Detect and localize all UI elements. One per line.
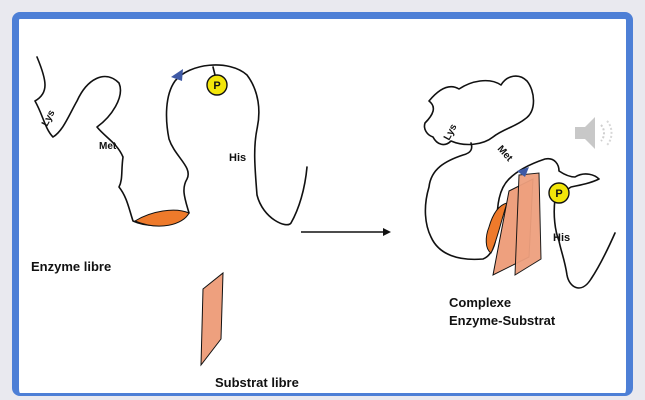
met-label-left: Met <box>99 141 117 152</box>
lys-label-left: Lys <box>40 108 58 128</box>
reaction-arrow-head <box>383 228 391 236</box>
phosphate-label-right: P <box>555 188 562 200</box>
substrat-libre-label: Substrat libre <box>215 375 299 390</box>
diagram-frame: P Lys Met His Enzyme libre Substrat libr… <box>12 12 633 396</box>
substrat-bound-shape-front <box>515 173 541 275</box>
his-label-left: His <box>229 152 246 164</box>
enzyme-libre-label: Enzyme libre <box>31 259 111 274</box>
met-label-right: Met <box>495 144 515 165</box>
enzyme-substrate-diagram: P Lys Met His Enzyme libre Substrat libr… <box>19 19 626 393</box>
lys-label-right: Lys <box>442 122 460 142</box>
phosphate-link-left <box>213 67 215 75</box>
phosphate-label-left: P <box>213 80 220 92</box>
his-label-right: His <box>553 232 570 244</box>
complexe-label-line2: Enzyme-Substrat <box>449 313 556 328</box>
active-site-left <box>135 210 189 226</box>
substrat-libre-shape <box>201 273 223 365</box>
enzyme-libre-outline <box>35 57 307 225</box>
complexe-label-line1: Complexe <box>449 295 511 310</box>
speaker-icon[interactable] <box>575 117 612 149</box>
complexe-outline <box>424 76 533 144</box>
